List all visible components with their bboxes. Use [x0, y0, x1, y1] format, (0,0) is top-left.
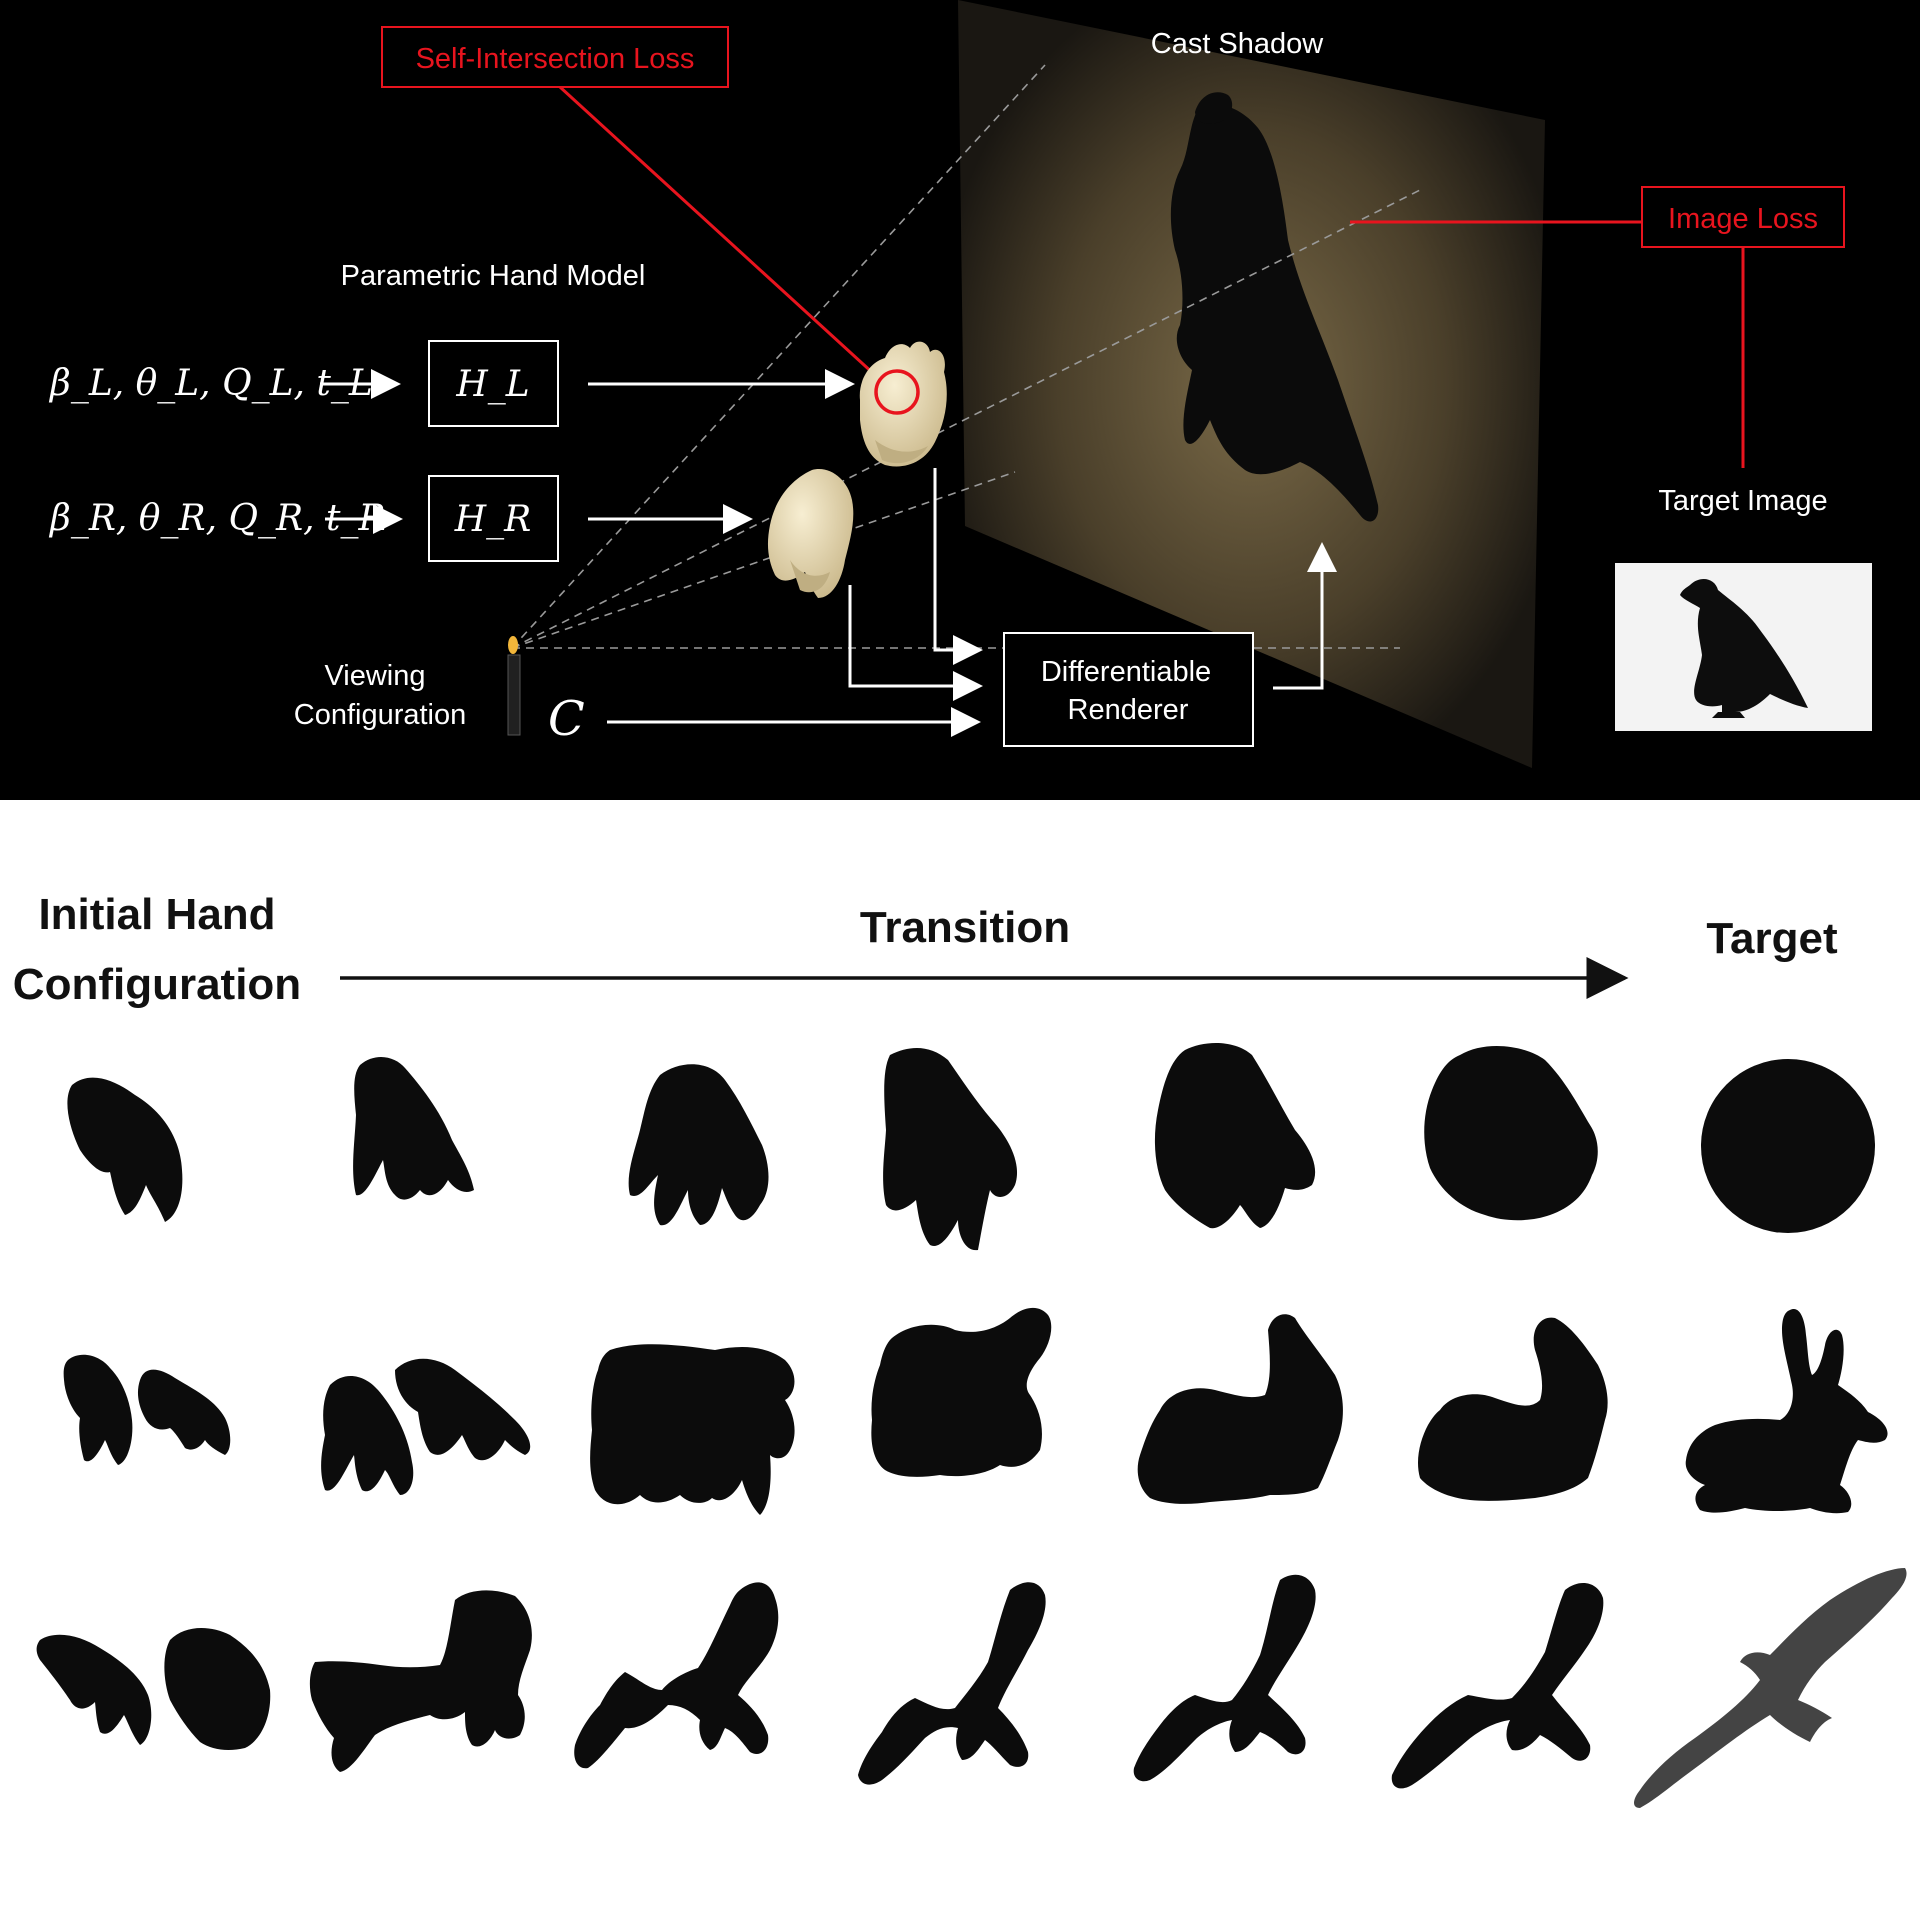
candle-light-icon — [507, 636, 521, 736]
row-3-sequence — [36, 1568, 1907, 1808]
camera-symbol: C — [548, 691, 585, 747]
right-hand-to-renderer-arrow — [848, 585, 983, 701]
row2-stage4-silhouette — [871, 1307, 1052, 1477]
row1-stage2-silhouette — [353, 1056, 474, 1200]
initial-config-line2: Configuration — [13, 960, 301, 1009]
right-hand-mesh — [767, 469, 854, 598]
row1-stage1-silhouette — [67, 1077, 183, 1222]
renderer-label-line2: Renderer — [1068, 694, 1189, 726]
vulture-silhouette — [1680, 578, 1808, 718]
renderer-to-shadow-arrow — [1273, 542, 1337, 690]
pipeline-panel: Self-Intersection Loss Cast Shadow Image… — [0, 0, 1920, 800]
row2-target-rabbit — [1685, 1309, 1888, 1514]
viewing-config-line1: Viewing — [324, 660, 425, 692]
row3-stage2-silhouette — [309, 1590, 532, 1772]
row-2-sequence — [63, 1307, 1888, 1515]
row2-stage6-silhouette — [1417, 1317, 1608, 1501]
row1-stage6-silhouette — [1424, 1045, 1598, 1221]
cast-shadow-head — [1195, 92, 1233, 124]
row3-stage5-silhouette — [1133, 1574, 1316, 1782]
viewing-config-line2: Configuration — [294, 699, 467, 731]
right-hand-model-box — [428, 475, 559, 562]
row2-stage5-silhouette — [1137, 1314, 1343, 1504]
parametric-hand-model-label: Parametric Hand Model — [341, 260, 646, 292]
left-hand-mesh — [859, 341, 947, 467]
row1-stage3-silhouette — [628, 1064, 769, 1226]
row3-stage6-silhouette — [1391, 1583, 1604, 1789]
row2-stage2-silhouette — [321, 1358, 531, 1495]
row1-target-circle — [1701, 1059, 1875, 1233]
cast-shadow-label: Cast Shadow — [1151, 28, 1325, 60]
row1-stage4-silhouette — [883, 1048, 1018, 1251]
left-hand-to-renderer-arrow — [933, 468, 983, 665]
self-intersection-loss-box — [381, 26, 729, 88]
target-image-label: Target Image — [1658, 485, 1827, 517]
row1-stage5-silhouette — [1154, 1043, 1316, 1229]
renderer-label-line1: Differentiable — [1041, 656, 1211, 688]
row3-stage1-silhouette — [36, 1628, 271, 1750]
initial-config-line1: Initial Hand — [38, 890, 275, 939]
self-intersection-pointer — [558, 85, 877, 377]
right-hand-model-symbol: H_R — [454, 499, 532, 540]
target-label: Target — [1706, 914, 1838, 963]
left-hand-model-box — [428, 340, 559, 427]
row2-stage1-silhouette — [63, 1354, 231, 1465]
transition-label: Transition — [860, 903, 1070, 952]
projection-rays — [511, 64, 1421, 649]
row3-target-bird — [1634, 1568, 1907, 1808]
left-hand-model-symbol: H_L — [455, 364, 529, 405]
self-intersection-marker — [874, 369, 920, 415]
row-1-sequence — [67, 1043, 1875, 1251]
left-hand-params: β_L, θ_L, Q_L, t_L — [48, 363, 373, 404]
image-loss-label: Image Loss — [1668, 203, 1818, 235]
cast-shadow-silhouette — [1170, 103, 1379, 522]
results-panel: Initial Hand Configuration Transition Ta… — [13, 890, 1907, 1808]
self-intersection-loss-label: Self-Intersection Loss — [416, 43, 695, 75]
row3-stage3-silhouette — [574, 1582, 779, 1769]
row3-stage4-silhouette — [858, 1582, 1046, 1785]
row2-stage3-silhouette — [590, 1344, 795, 1515]
differentiable-renderer-box — [1003, 632, 1254, 747]
